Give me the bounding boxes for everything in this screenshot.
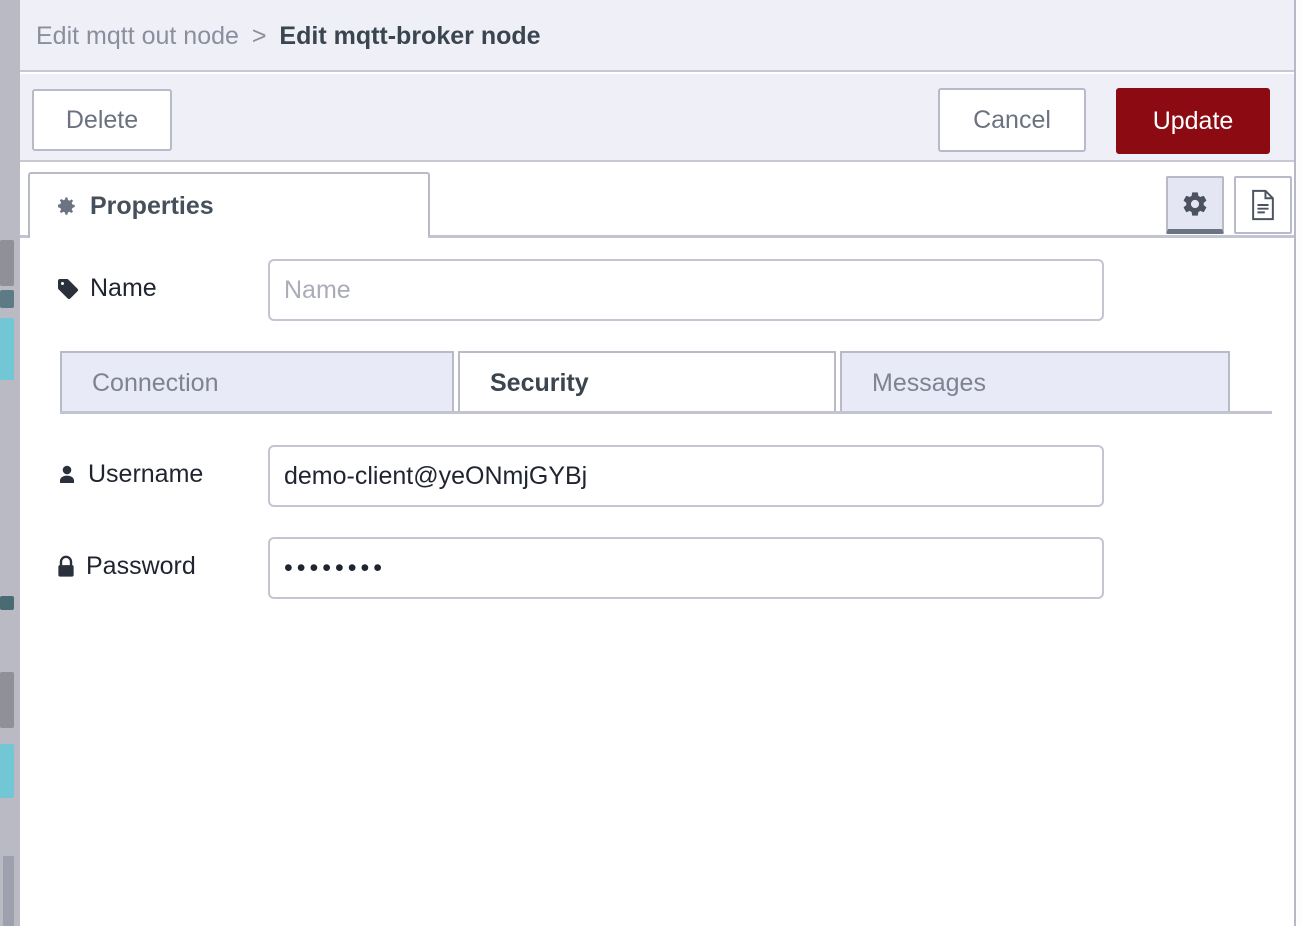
tab-properties[interactable]: Properties xyxy=(28,172,430,238)
settings-toggle-button[interactable] xyxy=(1166,176,1224,234)
workspace-canvas-edge xyxy=(0,0,20,926)
canvas-node-fragment xyxy=(0,318,14,380)
dialog-header: Edit mqtt out node > Edit mqtt-broker no… xyxy=(20,0,1294,72)
subtab-security-label: Security xyxy=(490,368,589,397)
description-toggle-button[interactable] xyxy=(1234,176,1292,234)
breadcrumb-separator: > xyxy=(251,22,267,50)
username-input[interactable] xyxy=(268,445,1104,507)
name-label-group: Name xyxy=(56,274,157,303)
subtab-underline xyxy=(60,411,1272,414)
username-label-group: Username xyxy=(56,460,203,489)
tag-icon xyxy=(56,277,80,301)
description-icon xyxy=(1249,189,1277,221)
security-subtab-bar: Connection Security Messages xyxy=(60,351,1272,414)
subtab-connection-label: Connection xyxy=(92,368,219,397)
subtab-connection[interactable]: Connection xyxy=(60,351,454,413)
breadcrumb-parent[interactable]: Edit mqtt out node xyxy=(36,22,239,50)
user-icon xyxy=(56,463,78,487)
lock-icon xyxy=(56,555,76,579)
canvas-node-fragment xyxy=(0,596,14,610)
edit-node-dialog: Edit mqtt out node > Edit mqtt-broker no… xyxy=(20,0,1296,926)
subtab-messages-label: Messages xyxy=(872,368,986,397)
delete-button[interactable]: Delete xyxy=(32,89,172,151)
canvas-node-fragment xyxy=(0,290,14,308)
dialog-toolbar: Delete Cancel Update xyxy=(20,74,1294,162)
subtab-security[interactable]: Security xyxy=(458,351,836,413)
dialog-tab-bar: Properties xyxy=(20,164,1294,238)
update-button[interactable]: Update xyxy=(1116,88,1270,154)
canvas-node-fragment xyxy=(0,240,14,286)
workspace-scrollbar[interactable] xyxy=(0,0,20,926)
subtab-messages[interactable]: Messages xyxy=(840,351,1230,413)
breadcrumb: Edit mqtt out node > Edit mqtt-broker no… xyxy=(36,19,541,53)
breadcrumb-current: Edit mqtt-broker node xyxy=(279,22,541,50)
name-input[interactable] xyxy=(268,259,1104,321)
scrollbar-thumb[interactable] xyxy=(3,856,14,926)
gear-icon xyxy=(52,193,78,219)
cancel-button[interactable]: Cancel xyxy=(938,88,1086,152)
tab-bar-filler xyxy=(428,172,1252,238)
tab-properties-label: Properties xyxy=(90,191,214,220)
canvas-node-fragment xyxy=(0,672,14,728)
canvas-node-fragment xyxy=(0,744,14,798)
password-label: Password xyxy=(86,552,196,580)
gear-icon xyxy=(1181,190,1209,218)
username-label: Username xyxy=(88,460,204,488)
name-label: Name xyxy=(90,274,157,302)
password-label-group: Password xyxy=(56,552,196,581)
password-input[interactable] xyxy=(268,537,1104,599)
properties-panel: Name Connection Security Messages xyxy=(20,238,1294,926)
